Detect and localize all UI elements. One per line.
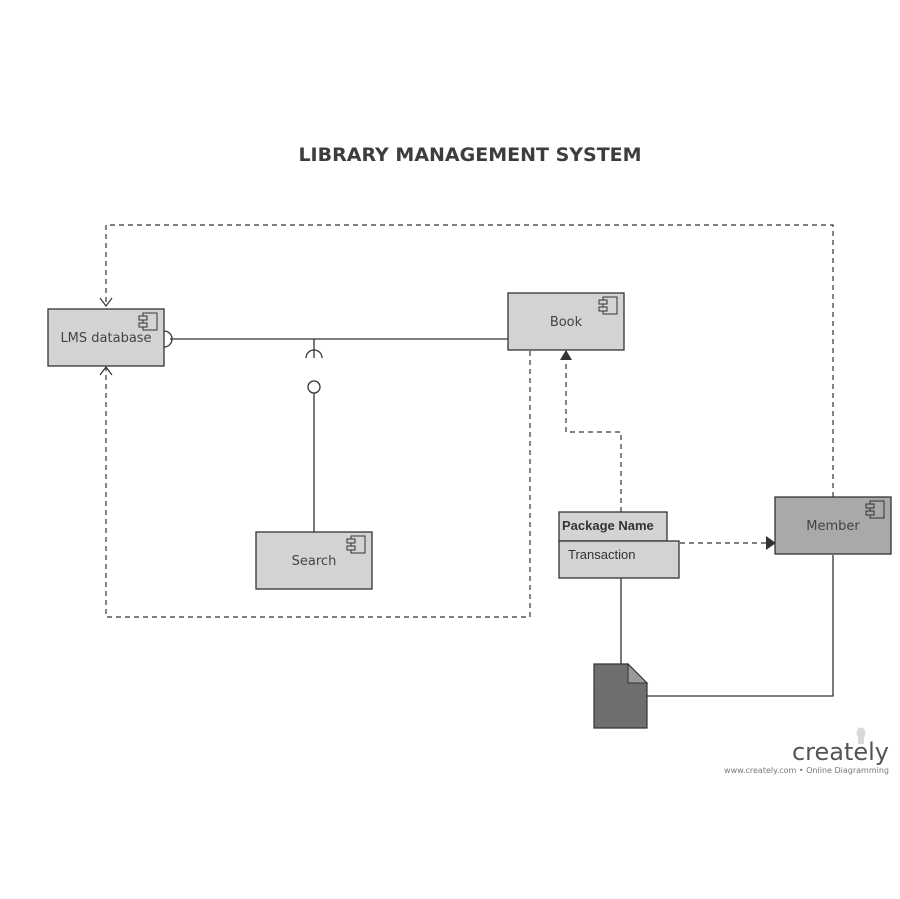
package-transaction: Package Name Transaction — [558, 511, 680, 579]
component-icon — [865, 500, 885, 519]
book-label: Book — [550, 315, 583, 330]
document-icon — [593, 662, 649, 729]
search-interface-connector — [305, 339, 323, 532]
creately-tagline: www.creately.com • Online Diagramming — [724, 766, 889, 775]
package-body — [558, 540, 680, 579]
component-icon — [138, 312, 158, 331]
dependency-book-to-lms-bottom — [99, 351, 531, 618]
lightbulb-icon — [856, 727, 866, 744]
component-icon — [346, 535, 366, 554]
lms-database-label: LMS database — [60, 331, 151, 346]
dependency-member-to-lms-top — [99, 224, 834, 497]
component-book: Book — [507, 292, 625, 351]
connector-document-member — [647, 555, 834, 697]
component-icon — [598, 296, 618, 315]
member-label: Member — [806, 519, 860, 534]
package-name: Package Name — [562, 518, 654, 533]
component-member: Member — [774, 496, 892, 555]
package-content: Transaction — [568, 547, 635, 562]
component-search: Search — [255, 531, 373, 590]
dependency-transaction-to-book — [560, 350, 622, 512]
creately-watermark: creately www.creately.com • Online Diagr… — [724, 727, 889, 775]
creately-logo-text: creately — [792, 738, 889, 766]
lms-required-interface-socket — [163, 330, 173, 348]
search-label: Search — [292, 554, 337, 569]
dependency-transaction-to-member — [680, 536, 776, 550]
component-lms-database: LMS database — [47, 308, 165, 367]
package-tab — [558, 511, 668, 542]
diagram-title: LIBRARY MANAGEMENT SYSTEM — [298, 144, 641, 166]
